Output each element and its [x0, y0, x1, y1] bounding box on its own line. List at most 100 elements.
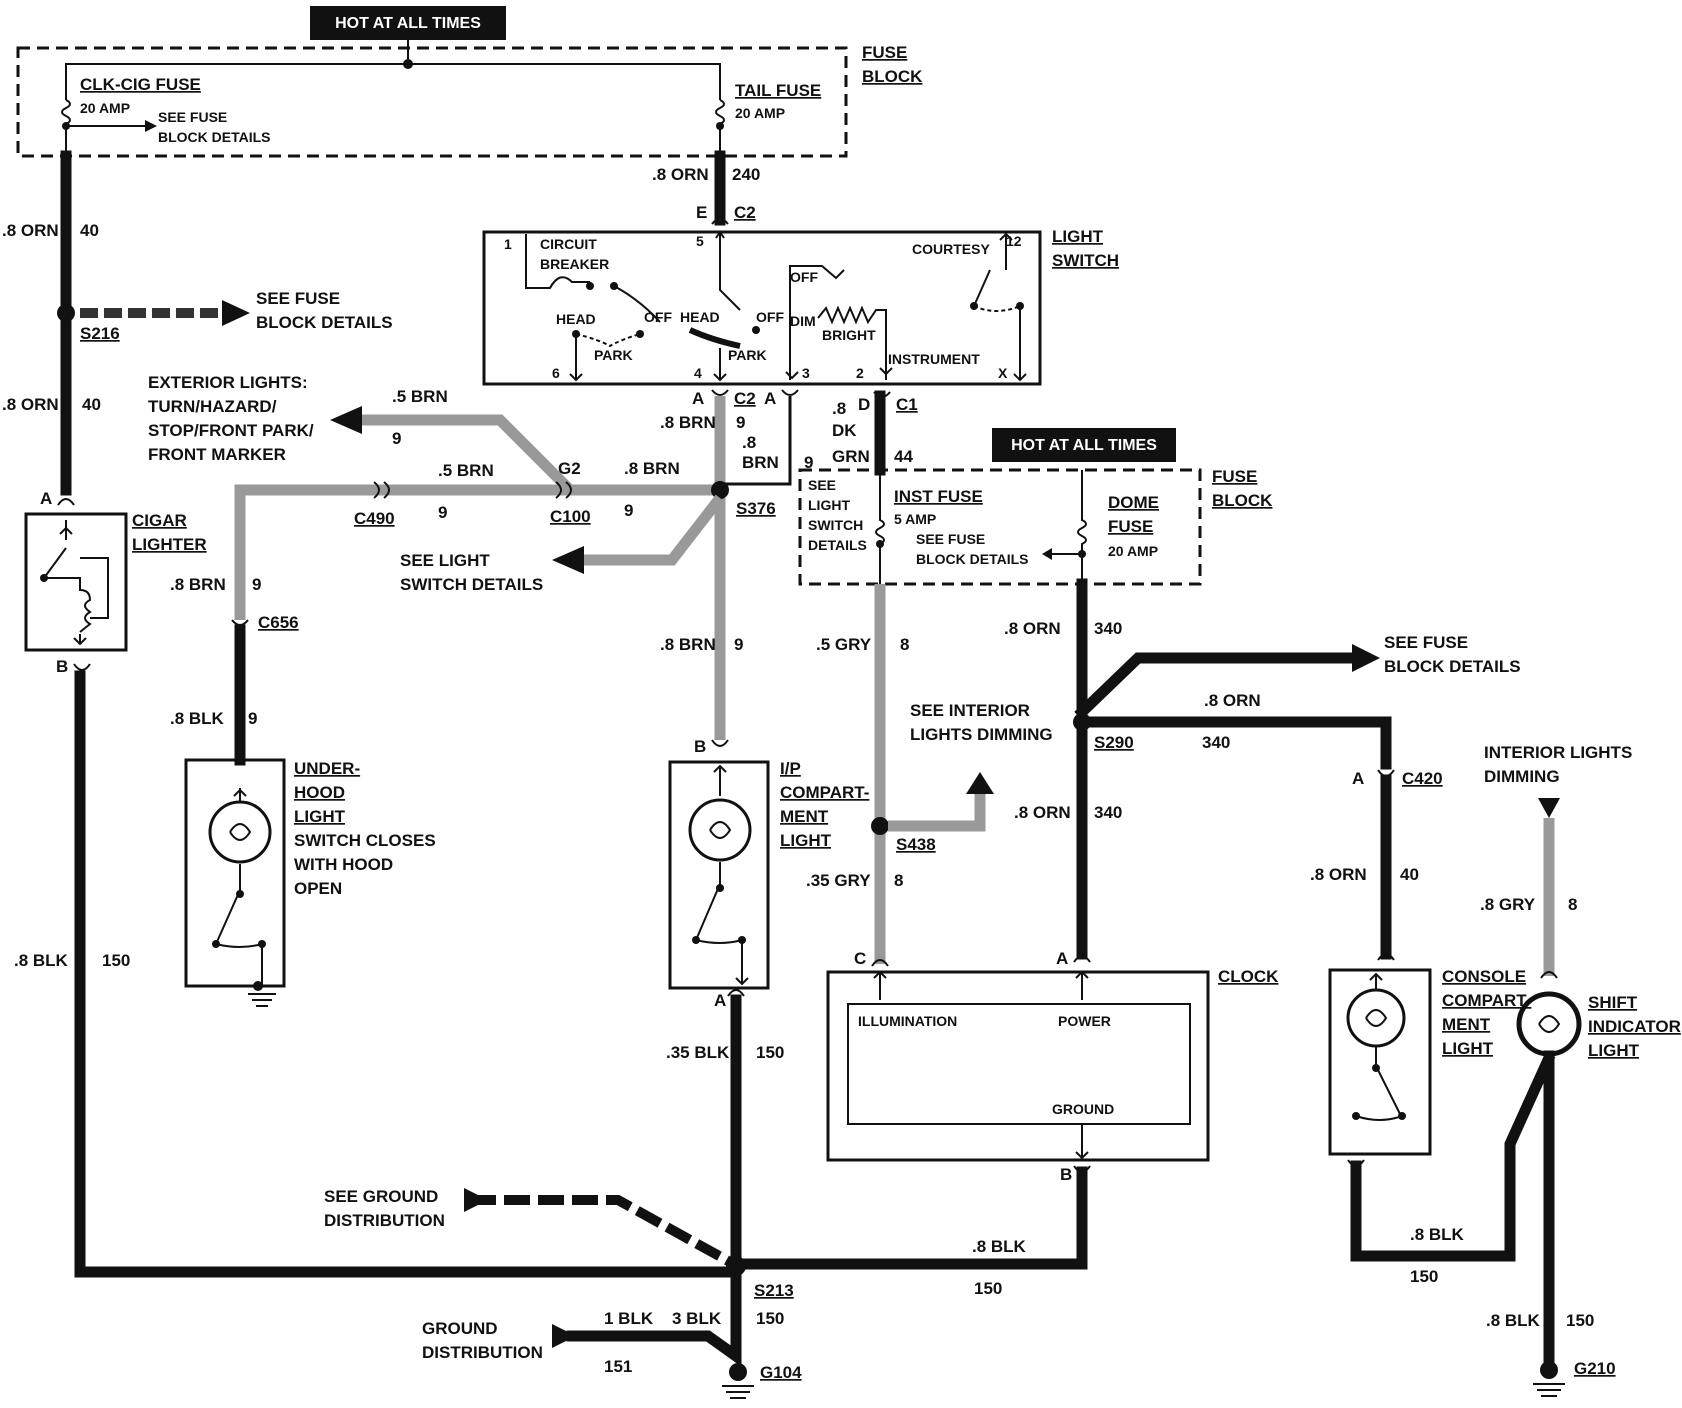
clk-cig-see-2: BLOCK DETAILS: [158, 129, 271, 145]
ls-pin-6: 6: [552, 365, 560, 381]
wire-label-gry5: .5 GRY: [816, 635, 872, 654]
shift-indicator-light: INTERIOR LIGHTS DIMMING .8 GRY 8 SHIFT I…: [1480, 743, 1681, 1397]
wire-label-8-b: 8: [894, 871, 903, 890]
ls-off-1: OFF: [644, 309, 672, 325]
wire-label-44: 44: [894, 447, 913, 466]
ls-c2-top: C2: [734, 203, 756, 222]
tail-fuse-symbol: [715, 99, 725, 125]
shift-label-1: SHIFT: [1588, 993, 1638, 1012]
splice-s376-dot: [711, 481, 729, 499]
console-filament: [1365, 972, 1388, 1027]
wire-label-150-f: 150: [756, 1309, 784, 1328]
ls-park-2: PARK: [728, 347, 767, 363]
inst-see-ls-3: SWITCH: [808, 517, 863, 533]
inst-see-ls-2: LIGHT: [808, 497, 850, 513]
interior-dim-arrow-line: [888, 792, 986, 832]
ground-dist-2: DISTRIBUTION: [422, 1343, 543, 1362]
clock-pin-c: C: [854, 949, 866, 968]
see-ground-dashed: [470, 1195, 733, 1267]
ground-dist-1: GROUND: [422, 1319, 498, 1338]
wire-see-ls-arrow: [580, 494, 725, 566]
clock-c-connector: [871, 959, 889, 967]
light-switch-title-1: LIGHT: [1052, 227, 1104, 246]
ip-pin-a: A: [714, 991, 726, 1010]
clock-inner-box: [847, 1003, 1191, 1125]
see-ls-details-2: SWITCH DETAILS: [400, 575, 543, 594]
conn-c490: C490: [354, 509, 395, 528]
inst-fuse-name: INST FUSE: [894, 487, 983, 506]
shift-label-3: LIGHT: [1588, 1041, 1640, 1060]
clk-cig-fuse-symbol: [61, 99, 71, 125]
underhood-filament: [229, 788, 252, 841]
dome-fuse-rating: 20 AMP: [1108, 543, 1158, 559]
wire-label-9-e: 9: [804, 453, 813, 472]
clock-leads: [873, 970, 1089, 1160]
fuse-block-2-label-1: FUSE: [1212, 467, 1257, 486]
underhood-dot-1: [236, 890, 244, 898]
lower-fuse-outline: [798, 468, 1202, 586]
underhood-dot-2: [212, 940, 220, 948]
ls-a-connector: [781, 389, 799, 396]
ip-label-3: MENT: [780, 807, 829, 826]
ls-pin-4: 4: [694, 365, 702, 381]
clk-cig-fuse-name: CLK-CIG FUSE: [80, 75, 201, 94]
ls-pin5-switch: [719, 232, 741, 311]
inst-fuse-see-2: BLOCK DETAILS: [916, 551, 1029, 567]
see-interior-1: SEE INTERIOR: [910, 701, 1030, 720]
wire-blk-150-main: [74, 670, 742, 1278]
inst-see-ls-1: SEE: [808, 477, 836, 493]
dome-arrow-head: [1042, 548, 1052, 560]
underhood-label-2: HOOD: [294, 783, 345, 802]
console-bulb: [1346, 988, 1406, 1048]
splice-s376-label: S376: [736, 499, 776, 518]
cigar-connector-bottom: [73, 663, 91, 671]
g210-dot: [1540, 1361, 1558, 1379]
wire-blk-150-clock: [730, 1166, 1088, 1270]
wire-label-brn5-2: .5 BRN: [438, 461, 494, 480]
ls-off-3: OFF: [790, 269, 818, 285]
see-fuse-2-line2: BLOCK DETAILS: [1384, 657, 1521, 676]
wire-label-brn8-2: .8 BRN: [660, 413, 716, 432]
ip-label-2: COMPART-: [780, 783, 869, 802]
wire-label-dk: DK: [832, 421, 857, 440]
console-label-3: MENT: [1442, 1015, 1491, 1034]
ls-c2-connector: [711, 389, 729, 396]
wire-label-orn8-c: .8 ORN: [1204, 691, 1261, 710]
conn-c100: C100: [550, 507, 591, 526]
clk-cig-fuse-rating: 20 AMP: [80, 100, 130, 116]
ls-dim-switch: [789, 265, 845, 380]
underhood-label-6: OPEN: [294, 879, 342, 898]
inst-fuse-symbol: [875, 470, 885, 584]
see-ls-arrow-head: [552, 546, 584, 574]
wire-label-blk8-a: .8 BLK: [14, 951, 69, 970]
wire-label-8-a: 8: [900, 635, 909, 654]
wire-label-blk8-e: .8 BLK: [1486, 1311, 1541, 1330]
see-ground-1: SEE GROUND: [324, 1187, 438, 1206]
splice-s438-label: S438: [896, 835, 936, 854]
wire-label-340-c: 340: [1094, 803, 1122, 822]
ls-pin-5: 5: [696, 233, 704, 249]
top-fuse-block: HOT AT ALL TIMES FUSE BLOCK CLK-CIG FUSE…: [16, 6, 923, 158]
hot-at-all-times-text: HOT AT ALL TIMES: [335, 15, 481, 32]
wire-label-150-d: 150: [1566, 1311, 1594, 1330]
underhood-switch: [215, 864, 263, 948]
console-top-connector: [1377, 953, 1395, 961]
light-switch-box: [482, 230, 1042, 386]
wire-label-orn8-b: .8 ORN: [1004, 619, 1061, 638]
console-label-1: CONSOLE: [1442, 967, 1526, 986]
wire-label-orn-240: .8 ORN: [652, 165, 709, 184]
tail-fuse-name: TAIL FUSE: [735, 81, 821, 100]
cigar-connector-top: [57, 498, 75, 506]
splice-s216-label: S216: [80, 324, 120, 343]
cigar-pin-a: A: [40, 489, 52, 508]
wire-label-gry8: .8 GRY: [1480, 895, 1536, 914]
splice-s290-label: S290: [1094, 733, 1134, 752]
splice-s216-dot: [57, 304, 75, 322]
wire-label-150-b: 150: [974, 1279, 1002, 1298]
ls-off-2: OFF: [756, 309, 784, 325]
wire-label-9-c: 9: [624, 501, 633, 520]
ls-instrument: INSTRUMENT: [888, 351, 980, 367]
wire-orn-340-console: [1076, 716, 1392, 770]
interior-dim-down-arrow: [1538, 798, 1560, 818]
